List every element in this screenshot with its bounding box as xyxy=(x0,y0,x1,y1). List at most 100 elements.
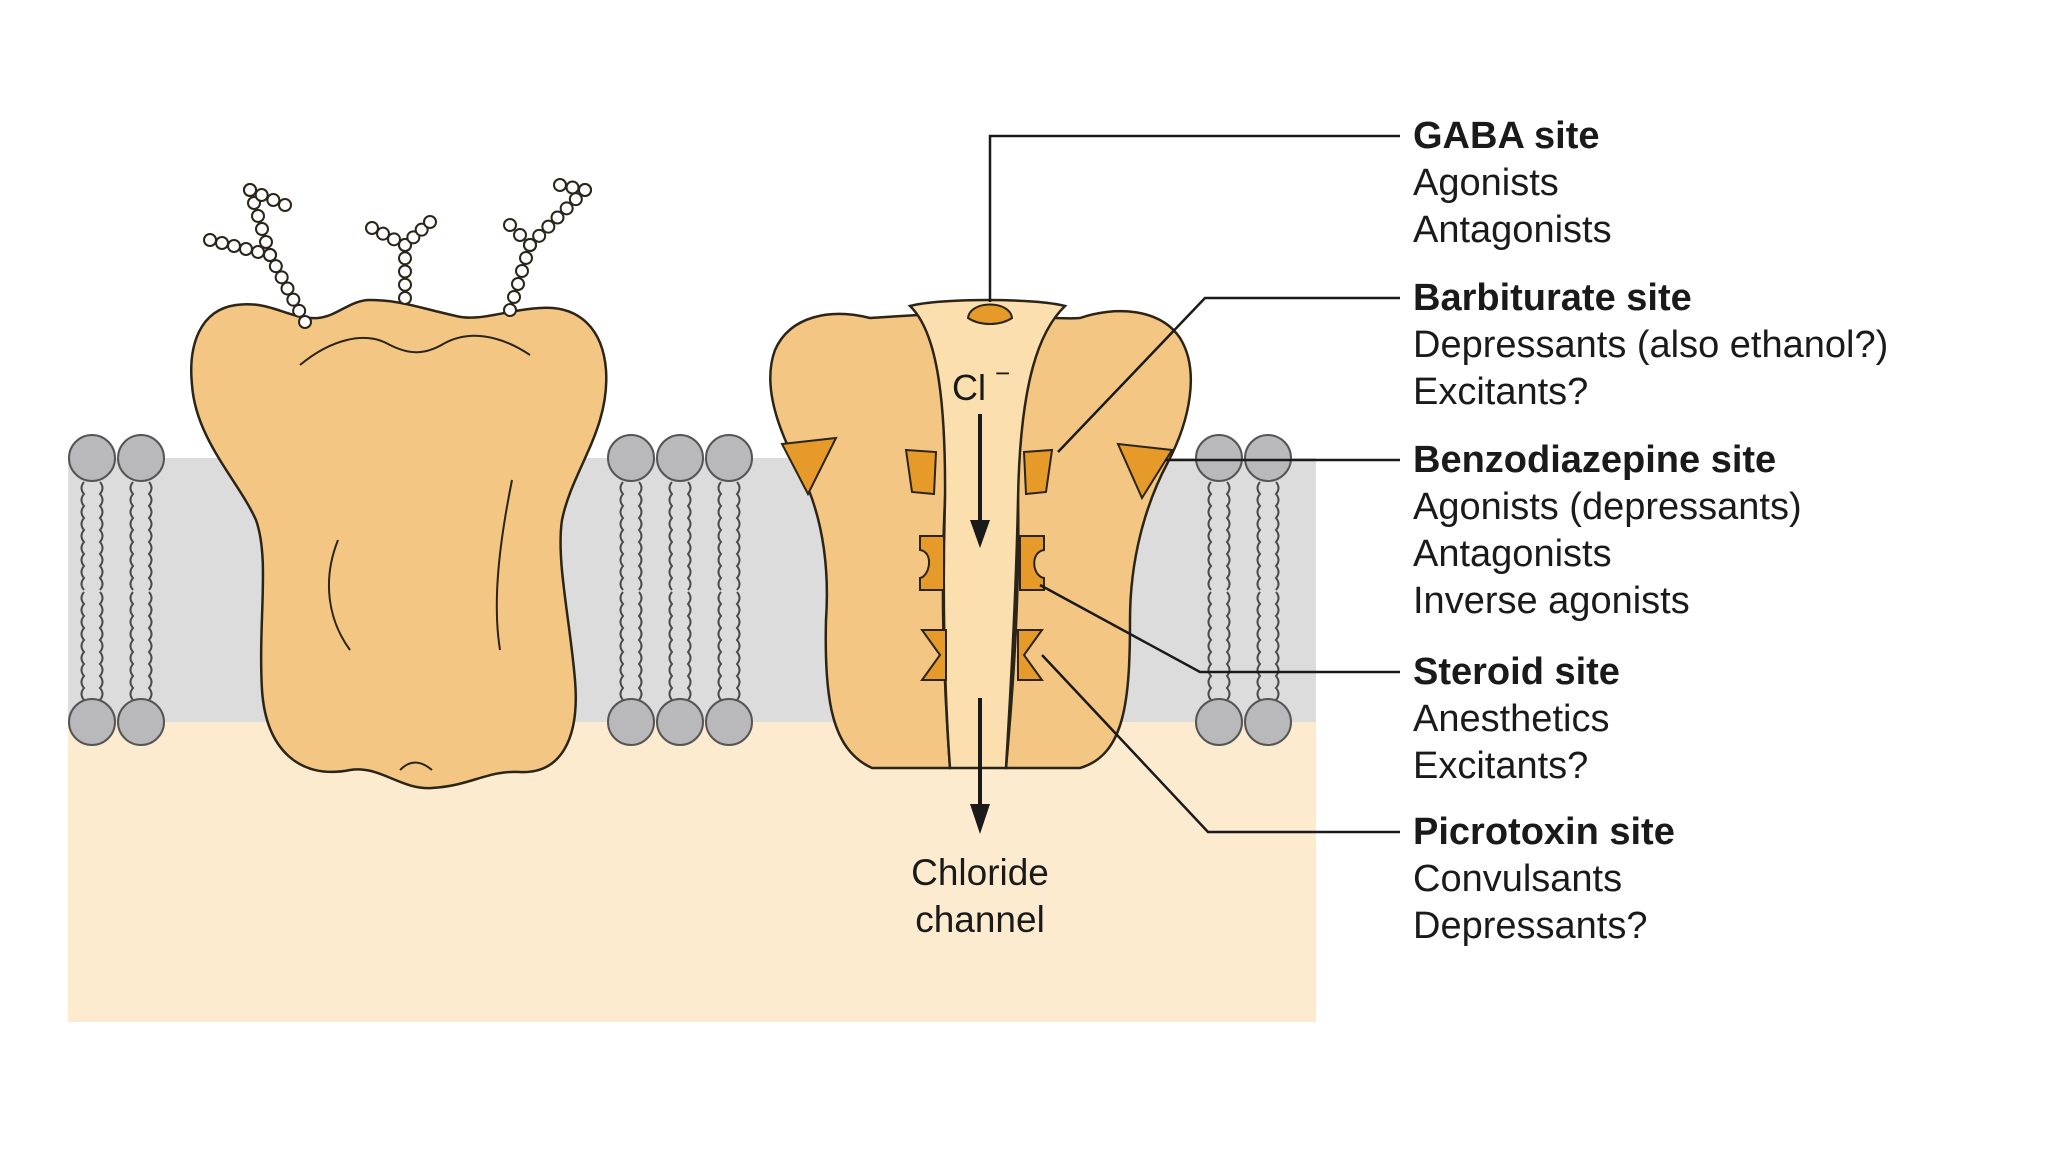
lipid-tail xyxy=(619,481,625,591)
sugar-bead xyxy=(398,277,412,292)
lipid-tail xyxy=(668,481,674,591)
site-line: Excitants? xyxy=(1413,745,1589,787)
lipid-tail xyxy=(98,591,104,701)
leader-picrotoxin xyxy=(1041,654,1400,834)
sugar-bead xyxy=(513,228,527,242)
lipid-tails xyxy=(80,481,1280,701)
sugar-bead xyxy=(274,270,289,285)
lipid-tail xyxy=(1274,591,1280,701)
site-line: Convulsants xyxy=(1413,858,1623,900)
lipid-tail xyxy=(147,481,153,591)
site-title: GABA site xyxy=(1413,115,1600,157)
lipid-tail xyxy=(80,481,86,591)
benzodiazepine-site-mark-right xyxy=(1116,442,1174,501)
lipid-tail xyxy=(619,591,625,701)
lipid-tail xyxy=(129,591,135,701)
site-line: Agonists xyxy=(1413,162,1559,204)
site-line: Agonists (depressants) xyxy=(1413,486,1802,528)
lipid-tail xyxy=(98,481,104,591)
lipid-tail xyxy=(1207,591,1213,701)
site-label-barbiturate: Barbiturate site Depressants (also ethan… xyxy=(1413,275,1888,416)
steroid-site-mark-right xyxy=(1019,535,1045,591)
ion-symbol: Cl xyxy=(952,367,986,408)
sugar-bead xyxy=(280,281,295,296)
site-title: Picrotoxin site xyxy=(1413,811,1675,853)
lipid-tail xyxy=(1256,591,1262,701)
picrotoxin-site-mark-right xyxy=(1017,629,1044,681)
lipid-tail xyxy=(735,591,741,701)
sugar-bead xyxy=(503,303,517,317)
sugar-bead xyxy=(227,239,241,253)
site-label-picrotoxin: Picrotoxin site Convulsants Depressants? xyxy=(1413,809,1675,950)
steroid-site-mark-left xyxy=(919,535,945,591)
lipid-head xyxy=(1244,434,1292,482)
lipid-tail xyxy=(686,481,692,591)
lipid-head xyxy=(117,434,165,482)
sugar-bead xyxy=(259,235,273,249)
lipid-heads-top xyxy=(68,434,1292,482)
lipid-tail xyxy=(1256,481,1262,591)
lipid-head xyxy=(117,698,165,746)
lipid-tail xyxy=(1225,591,1231,701)
sugar-bead xyxy=(255,222,269,236)
lipid-tail xyxy=(1207,481,1213,591)
lipid-tail xyxy=(717,481,723,591)
sugar-bead xyxy=(278,198,292,212)
sugar-bead xyxy=(251,209,265,223)
sugar-bead xyxy=(376,226,390,241)
lipid-head xyxy=(656,698,704,746)
sugar-bead xyxy=(239,242,253,256)
site-line: Anesthetics xyxy=(1413,698,1610,740)
sugar-bead xyxy=(523,238,537,252)
sugar-bead xyxy=(398,291,412,305)
sugar-bead xyxy=(532,228,547,243)
sugar-bead xyxy=(398,251,412,266)
cytoplasm-region xyxy=(68,722,1316,1022)
sugar-bead xyxy=(519,251,533,265)
lipid-head xyxy=(1195,698,1243,746)
leader-gaba xyxy=(988,134,1400,302)
site-title: Barbiturate site xyxy=(1413,277,1692,319)
sugar-bead xyxy=(292,303,307,318)
lipid-tail xyxy=(129,481,135,591)
sugar-bead xyxy=(365,221,379,235)
lipid-tail xyxy=(637,591,643,701)
receptor-side-view xyxy=(190,178,608,790)
lipid-tail xyxy=(686,591,692,701)
sugar-bead xyxy=(565,180,580,195)
lipid-head xyxy=(607,434,655,482)
lipid-head xyxy=(68,698,116,746)
sugar-bead xyxy=(550,210,565,225)
receptor-side-fold-right xyxy=(495,479,513,651)
barbiturate-site-mark-right xyxy=(1022,448,1054,496)
sugar-bead xyxy=(406,230,421,245)
sugar-bead xyxy=(553,178,567,192)
lipid-head xyxy=(705,698,753,746)
lipid-head xyxy=(68,434,116,482)
leader-steroid xyxy=(1039,583,1400,674)
site-label-gaba: GABA site Agonists Antagonists xyxy=(1413,113,1612,254)
sugar-bead xyxy=(243,183,257,197)
gaba-site-mark xyxy=(966,303,1014,325)
sugar-bead xyxy=(423,215,437,229)
arrow-down-icon xyxy=(970,414,990,548)
sugar-bead xyxy=(251,245,265,259)
sugar-bead xyxy=(541,219,556,234)
sugar-bead xyxy=(387,232,401,247)
lipid-tail xyxy=(1274,481,1280,591)
site-line: Antagonists xyxy=(1413,533,1612,575)
receptor-channel-view: Cl − Chloride channel xyxy=(769,298,1192,940)
lipid-tail xyxy=(637,481,643,591)
sugar-bead xyxy=(507,290,521,304)
receptor-side-fold-left xyxy=(327,539,351,651)
benzodiazepine-site-mark-left xyxy=(780,436,838,497)
sugar-bead xyxy=(298,315,312,329)
sugar-bead xyxy=(398,238,412,252)
site-label-steroid: Steroid site Anesthetics Excitants? xyxy=(1413,649,1620,790)
receptor-side-fold-top xyxy=(299,334,531,366)
channel-caption-line2: channel xyxy=(915,899,1045,940)
site-line: Depressants? xyxy=(1413,905,1648,947)
site-title: Benzodiazepine site xyxy=(1413,439,1777,481)
sugar-bead xyxy=(511,277,525,291)
